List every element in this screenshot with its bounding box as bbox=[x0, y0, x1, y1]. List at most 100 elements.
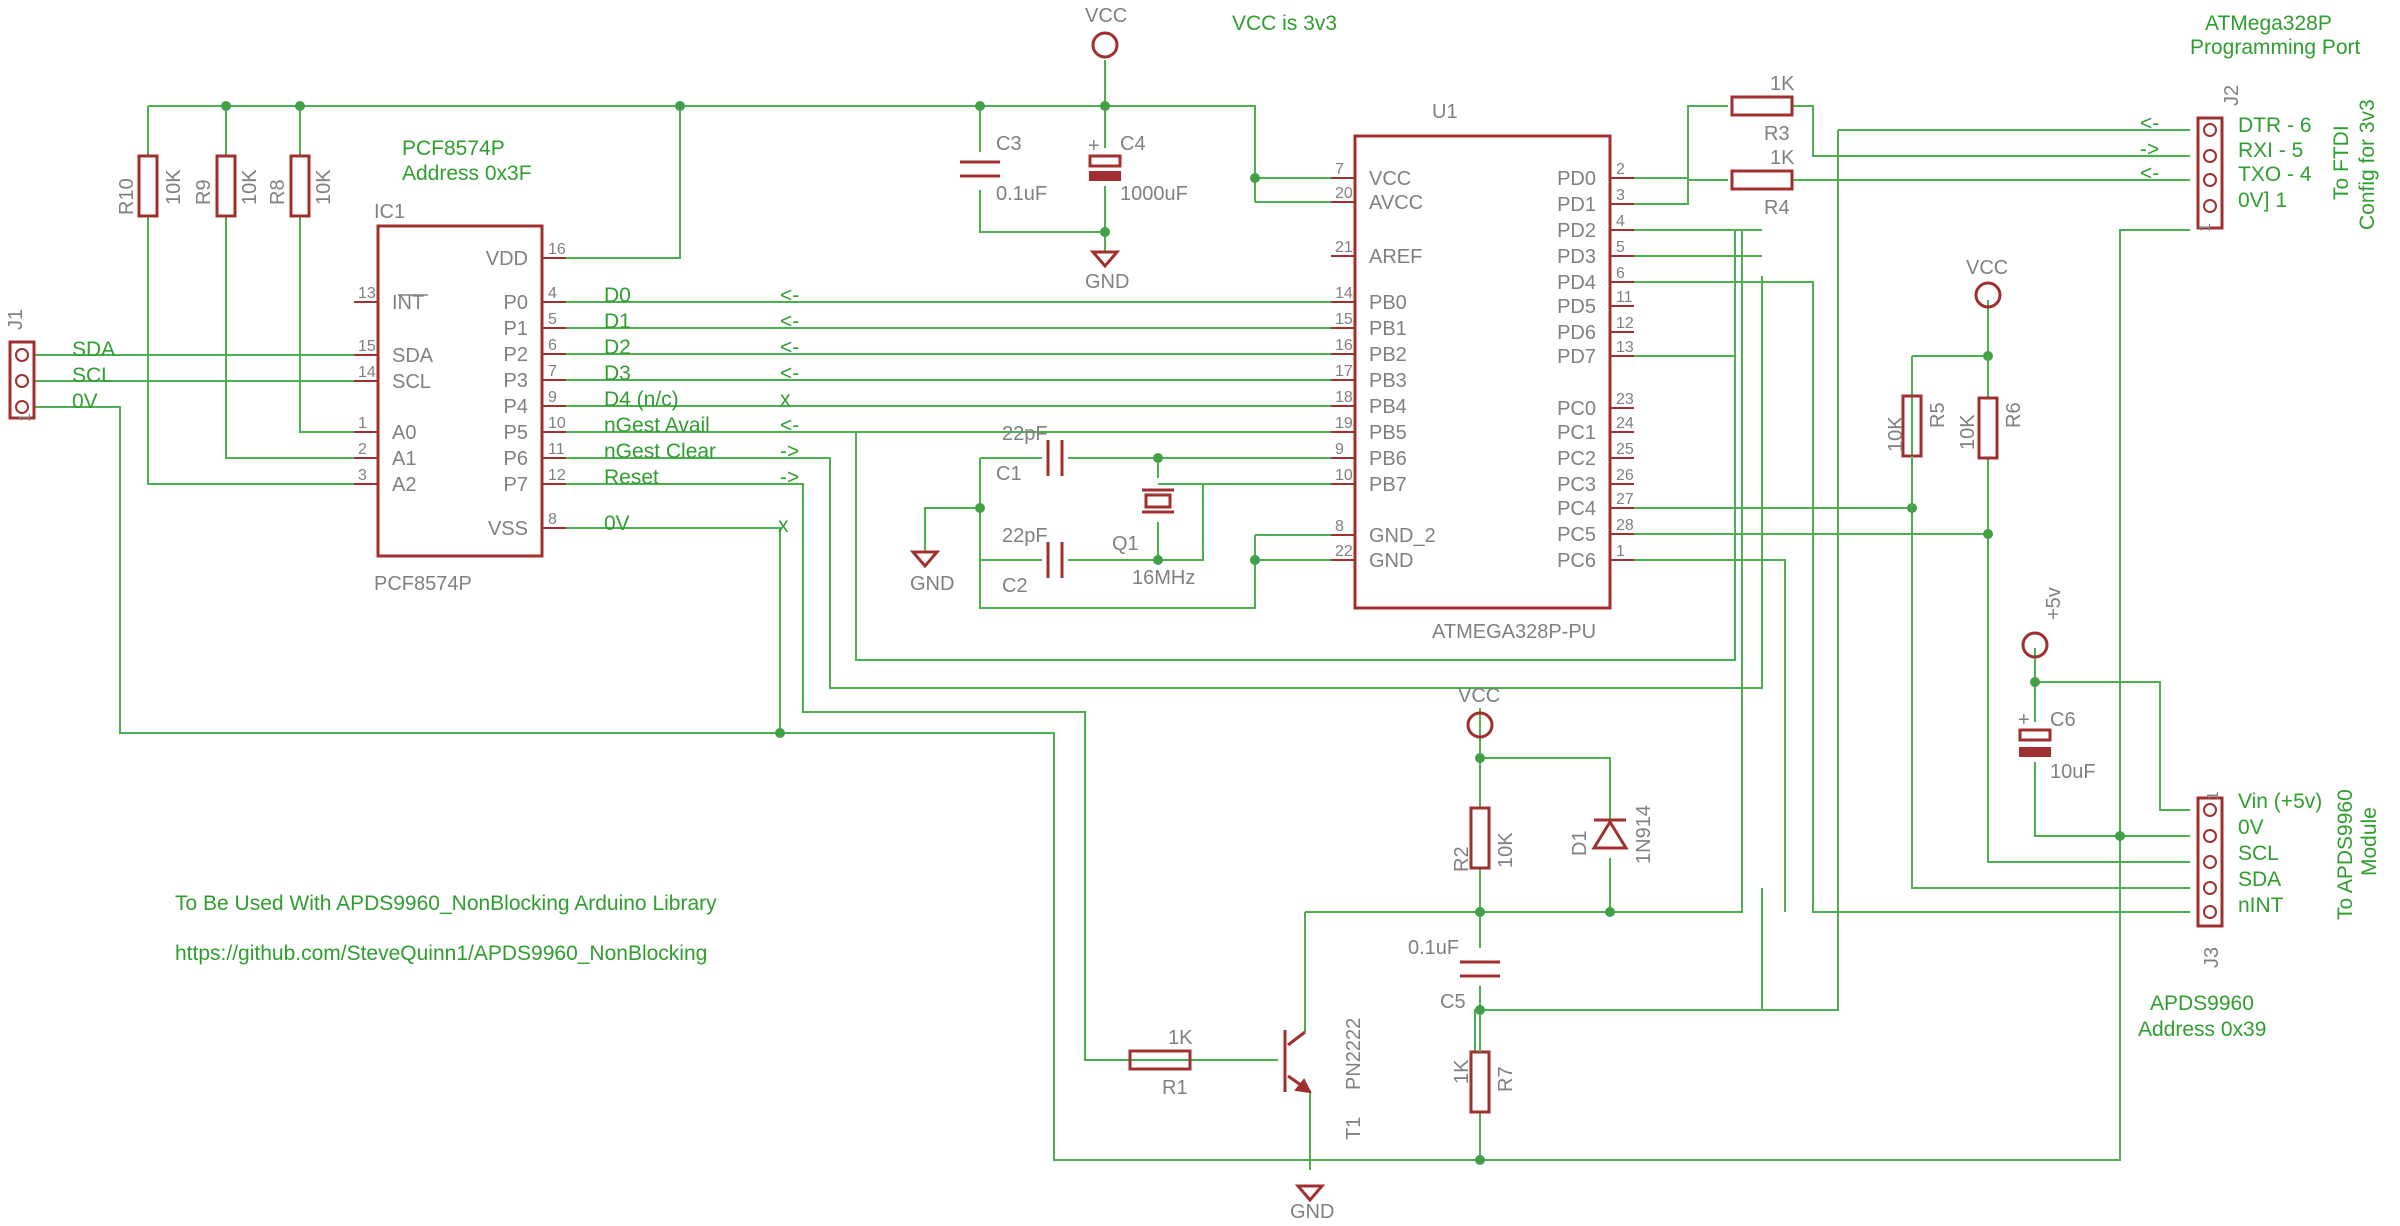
svg-text:10K: 10K bbox=[1885, 416, 1907, 452]
vcc-bottom: VCC bbox=[1458, 685, 1500, 739]
vcc-top: VCC VCC is 3v3 bbox=[1085, 5, 1337, 59]
svg-text:VCC: VCC bbox=[1085, 5, 1127, 27]
svg-text:R10: R10 bbox=[116, 178, 138, 215]
pin-name: GND bbox=[1369, 550, 1413, 572]
ftdi-note-2: Config for 3v3 bbox=[2356, 99, 2379, 230]
svg-text:D4 (n/c): D4 (n/c) bbox=[604, 388, 679, 411]
svg-text:10K: 10K bbox=[313, 169, 335, 205]
svg-text:x: x bbox=[778, 514, 789, 537]
j1-0v-label: 0V bbox=[72, 390, 98, 413]
pin-number: 28 bbox=[1616, 517, 1634, 534]
library-url: https://github.com/SteveQuinn1/APDS9960_… bbox=[175, 942, 707, 965]
pin-name: PC3 bbox=[1557, 474, 1596, 496]
pin-name: VDD bbox=[486, 248, 528, 270]
capacitor-c1: 22pF C1 bbox=[996, 423, 1064, 485]
vcc-r6: VCC bbox=[1966, 257, 2008, 309]
svg-text:C1: C1 bbox=[996, 463, 1022, 485]
ic1-ref: IC1 bbox=[374, 201, 405, 223]
svg-text:nINT: nINT bbox=[2238, 894, 2284, 917]
j1-pin1: 1 bbox=[17, 413, 34, 422]
vcc-note: VCC is 3v3 bbox=[1232, 12, 1337, 35]
svg-text:R5: R5 bbox=[1927, 402, 1949, 428]
apds-address: Address 0x39 bbox=[2138, 1018, 2266, 1041]
library-note: To Be Used With APDS9960_NonBlocking Ard… bbox=[175, 892, 717, 915]
pin-number: 5 bbox=[1616, 239, 1625, 256]
pin-number: 26 bbox=[1616, 467, 1634, 484]
svg-text:R6: R6 bbox=[2003, 402, 2025, 428]
pin-number: 21 bbox=[1335, 239, 1353, 256]
u1-right-pins: 2PD03PD14PD25PD36PD411PD512PD613PD723PC0… bbox=[1557, 161, 1634, 572]
svg-text:Reset: Reset bbox=[604, 466, 659, 489]
svg-text:10K: 10K bbox=[239, 169, 261, 205]
j1-ref: J1 bbox=[5, 309, 27, 330]
u1-part: ATMEGA328P-PU bbox=[1432, 621, 1596, 643]
pin-name: PD7 bbox=[1557, 346, 1596, 368]
pin-number: 2 bbox=[1616, 161, 1625, 178]
resistor-r4: 1K R4 bbox=[1730, 147, 1795, 219]
connector-j1: J1 1 SDA SCL 0V bbox=[5, 309, 115, 422]
pin-number: 13 bbox=[1616, 339, 1634, 356]
pin-name: PC0 bbox=[1557, 398, 1596, 420]
svg-text:0V] 1: 0V] 1 bbox=[2238, 189, 2287, 212]
pin-name: PB2 bbox=[1369, 344, 1407, 366]
pin-name: PC4 bbox=[1557, 498, 1596, 520]
svg-text:D3: D3 bbox=[604, 362, 631, 385]
connector-j2: ATMega328P Programming Port J2 1 DTR - 6… bbox=[2140, 12, 2379, 232]
capacitor-c6: + C6 10uF bbox=[2018, 709, 2096, 783]
pin-number: 8 bbox=[1335, 518, 1344, 535]
svg-text:DTR - 6: DTR - 6 bbox=[2238, 114, 2312, 137]
resistor-r7: 1K R7 bbox=[1451, 1040, 1517, 1114]
pin-number: 1 bbox=[358, 415, 367, 432]
svg-text:0V: 0V bbox=[2238, 816, 2264, 839]
pin-name: PB3 bbox=[1369, 370, 1407, 392]
svg-text:<-: <- bbox=[780, 362, 799, 385]
svg-text:R8: R8 bbox=[267, 179, 289, 205]
pin-number: 7 bbox=[548, 363, 557, 380]
svg-text:<-: <- bbox=[2140, 112, 2159, 135]
u1-right_pins-3: 5 PD3 bbox=[1557, 239, 1634, 268]
pin-name: PD3 bbox=[1557, 246, 1596, 268]
pin-name: P2 bbox=[504, 344, 528, 366]
pin-number: 1 bbox=[1616, 543, 1625, 560]
svg-text:D0: D0 bbox=[604, 284, 631, 307]
wires bbox=[34, 60, 2190, 1170]
pin-number: 14 bbox=[1335, 285, 1353, 302]
pin-name: AREF bbox=[1369, 246, 1422, 268]
svg-text:10K: 10K bbox=[1957, 414, 1979, 450]
connector-j3: 1 J3 Vin (+5v) 0V SCL SDA nINT To APDS99… bbox=[2138, 789, 2381, 1041]
pin-name: PB5 bbox=[1369, 422, 1407, 444]
svg-text:VCC: VCC bbox=[1966, 257, 2008, 279]
svg-text:+: + bbox=[2018, 709, 2030, 731]
pin-name: PC2 bbox=[1557, 448, 1596, 470]
gnd-crystal: GND bbox=[909, 550, 954, 595]
pin-name: P5 bbox=[504, 422, 528, 444]
svg-text:->: -> bbox=[780, 466, 799, 489]
svg-text:R7: R7 bbox=[1495, 1066, 1517, 1092]
svg-text:1N914: 1N914 bbox=[1633, 805, 1655, 864]
capacitor-c4: + C4 1000uF bbox=[1088, 133, 1188, 205]
svg-text:0.1uF: 0.1uF bbox=[1408, 937, 1459, 959]
junctions bbox=[221, 101, 2125, 1165]
j3-ref: J3 bbox=[2201, 947, 2223, 968]
pin-number: 22 bbox=[1335, 543, 1353, 560]
ic1-right_pins-5: 9P4 bbox=[504, 389, 566, 418]
pin-name: INT bbox=[392, 292, 424, 314]
pin-name: PC6 bbox=[1557, 550, 1596, 572]
resistor-r2: R2 10K bbox=[1451, 806, 1517, 872]
